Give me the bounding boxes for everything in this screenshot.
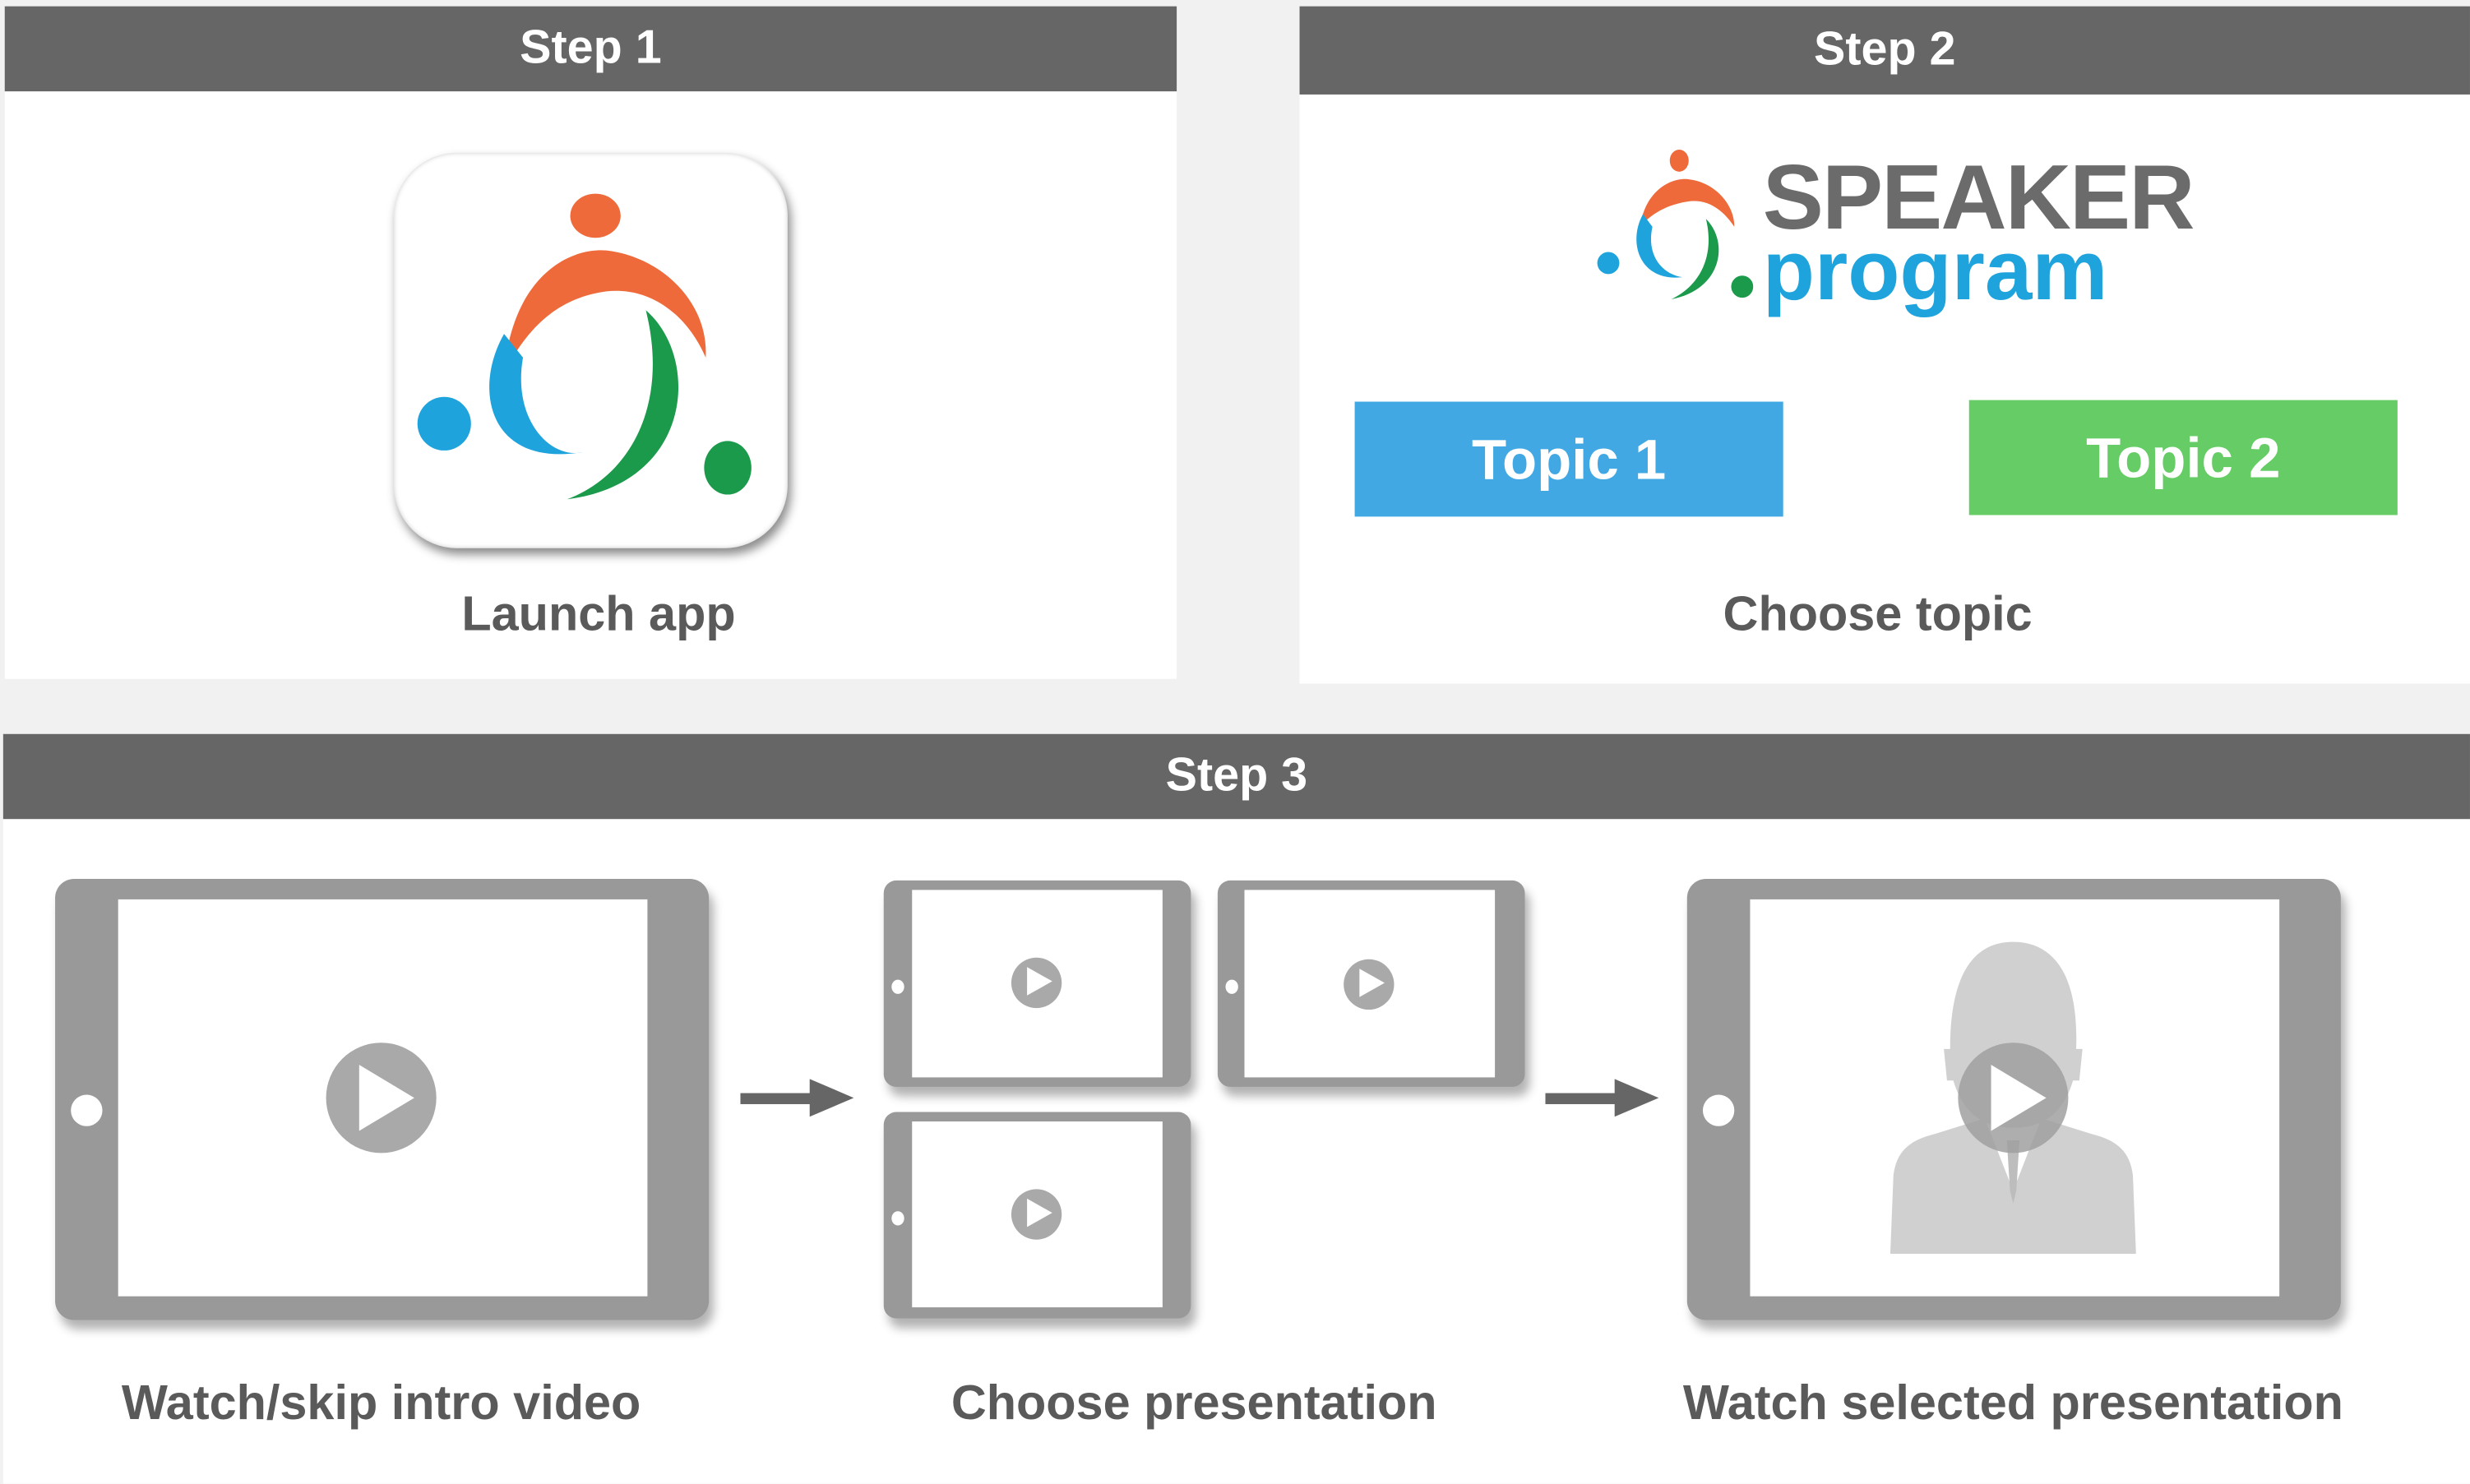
home-button-icon [891,979,904,994]
presentation-tablet-2[interactable] [1217,880,1525,1087]
watch-presentation-caption: Watch selected presentation [1682,1375,2343,1431]
intro-video-caption: Watch/skip intro video [121,1375,641,1431]
play-triangle-icon [358,1065,414,1131]
intro-video-tablet[interactable] [55,879,710,1320]
home-button-icon [891,1211,904,1226]
play-icon[interactable] [1011,957,1062,1009]
arrow-right-icon [1545,1079,1659,1117]
arrow-right-icon [740,1079,854,1117]
selected-presentation-tablet[interactable] [1686,879,2341,1320]
app-icon[interactable] [393,152,788,548]
home-button-icon [71,1094,103,1126]
topic-2-button[interactable]: Topic 2 [1968,400,2398,515]
step1-panel: Step 1 Launch app [4,6,1177,679]
play-triangle-icon [1358,969,1385,998]
play-icon[interactable] [1344,959,1395,1010]
topic-1-button[interactable]: Topic 1 [1354,401,1783,517]
play-triangle-icon [1991,1065,2047,1131]
play-icon[interactable] [326,1042,437,1153]
step2-panel: Step 2 SPEAKER program Topic 1 Topic 2 C… [1299,6,2470,684]
play-triangle-icon [1026,1199,1052,1228]
step3-header: Step 3 [2,733,2470,820]
choose-presentation-caption: Choose presentation [951,1375,1437,1431]
play-icon[interactable] [1011,1189,1062,1240]
speaker-program-logo-icon [417,193,752,500]
home-button-icon [1702,1094,1735,1126]
step2-caption: Choose topic [1723,585,2033,641]
step1-header: Step 1 [4,6,1177,92]
speaker-program-logo: SPEAKER program [1596,148,2210,321]
step2-header: Step 2 [1299,6,2470,95]
presentation-tablet-1[interactable] [883,880,1191,1087]
presentation-tablet-3[interactable] [883,1112,1191,1319]
logo-mark-icon [1597,150,1754,300]
play-triangle-icon [1026,968,1052,996]
logo-text-program: program [1762,224,2108,318]
home-button-icon [1225,979,1238,994]
logo-text-speaker: SPEAKER [1762,146,2195,249]
step1-caption: Launch app [461,585,736,641]
play-icon[interactable] [1958,1042,2069,1153]
